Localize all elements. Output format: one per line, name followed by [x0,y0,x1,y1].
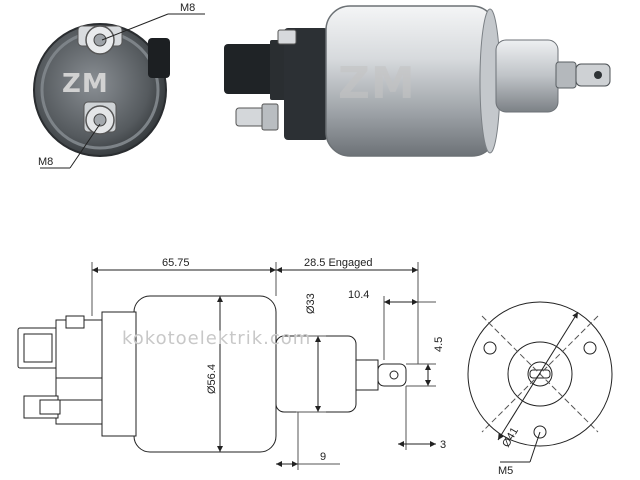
end-view-logo: ZM [62,69,109,99]
side-plunger-eye-hole [594,71,602,79]
side-plunger [555,61,577,89]
end-drawing-hole-left [483,341,497,355]
drawing-plunger [355,359,379,391]
side-top-stud [277,29,297,45]
drawing-plunger-eye-hole [389,370,399,380]
drawing-body [133,295,277,453]
bottom-terminal-stud [93,113,107,127]
side-bottom-washer [261,103,279,131]
dim-4-5-label: 4.5 [433,337,445,352]
drawing-connector-inner [23,333,53,363]
mount-thread-label: M5 [498,465,513,477]
top-thread-label: M8 [180,2,195,14]
dim-d41-line [497,311,579,441]
dim-9-label: 9 [320,451,326,463]
side-view-logo: ZM [338,58,416,109]
drawing-top-nut [65,315,85,329]
end-connector [148,38,170,78]
end-view-photo: ZM M8 M8 [33,2,205,169]
drawing-body-rear [101,311,137,437]
side-plunger-eye [575,63,611,87]
dim-engaged-label: 28.5 Engaged [304,257,373,269]
side-nozzle [495,39,559,113]
dim-overall-label: 65.75 [162,257,190,269]
top-terminal-stud [93,33,107,47]
drawing-bottom-stud [39,399,61,415]
end-cap [33,23,167,157]
bottom-thread-label: M8 [38,156,53,168]
watermark: kokotoelektrik.com [122,328,311,349]
bottom-thread-leader [69,123,101,169]
dim-3-label: 3 [440,439,446,451]
m5-leader [529,431,541,463]
dim-d33-label: Ø33 [305,293,317,314]
side-connector [224,44,276,94]
drawing-terminal-block [55,319,103,425]
side-view-photo: ZM [224,5,611,157]
dim-d56-label: Ø56.4 [206,364,218,394]
technical-drawing [17,262,613,470]
side-connector-lip [270,40,288,100]
end-drawing-hole-right [583,341,597,355]
side-terminal-block [284,28,328,140]
top-thread-leader [101,13,169,41]
dim-10-4-label: 10.4 [348,289,369,301]
